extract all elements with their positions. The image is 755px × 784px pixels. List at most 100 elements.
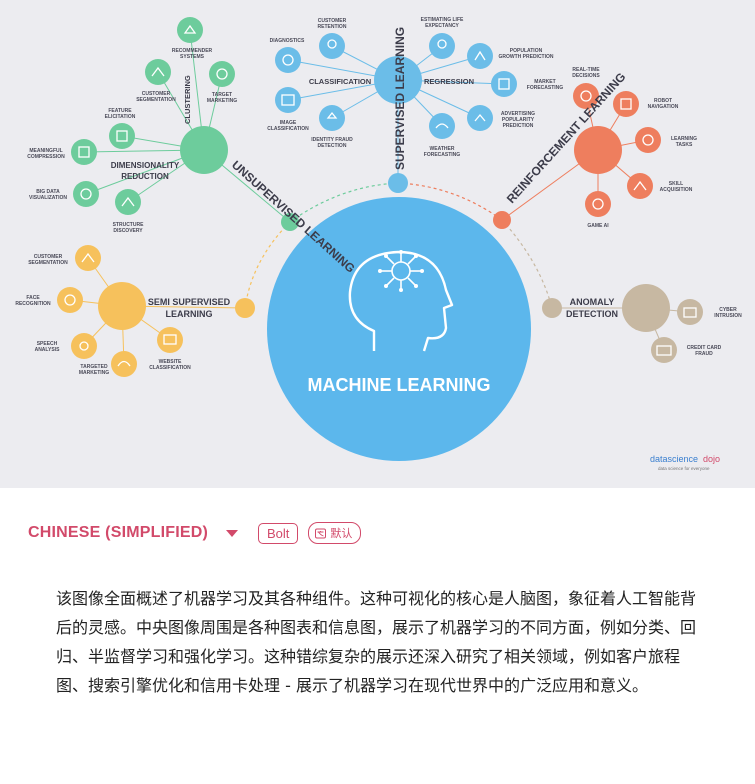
robot-label-2: NAVIGATION: [648, 104, 679, 110]
market-forecasting-icon: [491, 71, 517, 97]
robot-label-1: ROBOT: [654, 98, 672, 104]
recommender-label-2: SYSTEMS: [180, 54, 205, 60]
semi-item-icons: [57, 245, 183, 377]
clustering-label: CLUSTERING: [183, 75, 192, 124]
game-ai-label: GAME AI: [587, 223, 609, 229]
image-caption: 该图像全面概述了机器学习及其各种组件。这种可视化的核心是人脑图，象征着人工智能背…: [56, 589, 697, 695]
weather-label-2: FORECASTING: [424, 152, 461, 158]
retention-label-1: CUSTOMER: [318, 18, 347, 24]
structure-discovery-icon: [115, 189, 141, 215]
chevron-down-icon[interactable]: [226, 529, 239, 537]
cyber-label-2: INTRUSION: [714, 313, 742, 319]
supervised-label: SUPERVISED LEARNING: [393, 27, 407, 170]
image-classification-icon: [275, 87, 301, 113]
anomaly-node: [542, 298, 562, 318]
speech-analysis-icon: [71, 333, 97, 359]
supervised-node: [388, 173, 408, 193]
semi-seg-label-2: SEGMENTATION: [28, 260, 68, 266]
supervised-hub: [374, 56, 422, 104]
recommender-systems-icon: [177, 17, 203, 43]
advertising-popularity-icon: [467, 105, 493, 131]
feature-label-2: ELICITATION: [105, 114, 136, 120]
website-label-1: WEBSITE: [159, 359, 182, 365]
targeted-marketing-icon: [111, 351, 137, 377]
central-title: MACHINE LEARNING: [308, 375, 491, 395]
anomaly-hub: [622, 284, 670, 332]
reinforcement-hub: [574, 126, 622, 174]
card-label-1: CREDIT CARD: [687, 345, 722, 351]
skill-label-1: SKILL: [669, 181, 683, 187]
ml-infographic-svg: MACHINE LEARNING SUPERVISED LEARNING UNS…: [15, 17, 742, 471]
semi-node: [235, 298, 255, 318]
translation-panel: CHINESE (SIMPLIFIED) Bolt 默认 该图像全面概述了机器学…: [0, 488, 755, 784]
bigdata-label-1: BIG DATA: [36, 189, 60, 195]
unsupervised-hub: [180, 126, 228, 174]
image-label-1: IMAGE: [280, 120, 297, 126]
regression-label: REGRESSION: [424, 77, 474, 86]
weather-forecasting-icon: [429, 113, 455, 139]
cyber-label-1: CYBER: [719, 307, 737, 313]
fraud-label-2: DETECTION: [318, 143, 347, 149]
supervised-item-icons: [275, 33, 517, 139]
logo-brand-a: datascience: [650, 454, 698, 464]
website-label-2: CLASSIFICATION: [149, 365, 191, 371]
arc-reinforcement: [397, 182, 503, 221]
logo-brand-b: dojo: [703, 454, 720, 464]
reinforcement-node: [493, 211, 511, 229]
life-label-1: ESTIMATING LIFE: [421, 17, 464, 23]
translate-icon: [315, 528, 327, 538]
face-label-1: FACE: [26, 295, 40, 301]
website-classification-icon: [157, 327, 183, 353]
anomaly-label-1: ANOMALY: [570, 297, 615, 307]
structure-label-2: DISCOVERY: [113, 228, 143, 234]
dimensionality-label-2: REDUCTION: [121, 172, 169, 181]
fraud-label-1: IDENTITY FRAUD: [311, 137, 353, 143]
feature-label-1: FEATURE: [108, 108, 132, 114]
anomaly-label-2: DETECTION: [566, 309, 618, 319]
image-label-2: CLASSIFICATION: [267, 126, 309, 132]
cyber-intrusion-icon: [677, 299, 703, 325]
customer-retention-icon: [319, 33, 345, 59]
skill-label-2: ACQUISITION: [660, 187, 693, 193]
real-time-decisions-icon: [573, 83, 599, 109]
retention-label-2: RETENTION: [318, 24, 347, 30]
central-brain-circle: [267, 197, 531, 461]
target-label-2: MARKETING: [207, 98, 237, 104]
logo-tagline: data science for everyone: [658, 466, 710, 471]
rl-learning-label-1: LEARNING: [671, 136, 697, 142]
arc-unsupervised: [289, 182, 399, 223]
style-badge[interactable]: 默认: [308, 522, 362, 544]
diagnostics-label: DIAGNOSTICS: [270, 38, 305, 44]
market-label-2: FORECASTING: [527, 85, 564, 91]
population-label-1: POPULATION: [510, 48, 543, 54]
model-badge[interactable]: Bolt: [258, 522, 299, 544]
classification-label: CLASSIFICATION: [309, 77, 371, 86]
skill-acquisition-icon: [627, 173, 653, 199]
card-label-2: FRAUD: [695, 351, 713, 357]
speech-label-2: ANALYSIS: [35, 347, 60, 353]
arc-semi: [244, 221, 291, 309]
semi-label-1: SEMI SUPERVISED: [148, 297, 231, 307]
structure-label-1: STRUCTURE: [113, 222, 144, 228]
reinforcement-item-icons: [573, 83, 661, 217]
unsupervised-node: [281, 213, 299, 231]
semi-seg-label-1: CUSTOMER: [34, 254, 63, 260]
rl-learning-label-2: TASKS: [676, 142, 693, 148]
style-badge-label: 默认: [330, 527, 353, 540]
game-ai-icon: [585, 191, 611, 217]
speech-label-1: SPEECH: [37, 341, 58, 347]
compression-icon: [71, 139, 97, 165]
diagnostics-icon: [275, 47, 301, 73]
realtime-label-1: REAL-TIME: [572, 67, 600, 73]
semi-segmentation-icon: [75, 245, 101, 271]
market-label-1: MARKET: [534, 79, 555, 85]
language-row: CHINESE (SIMPLIFIED) Bolt 默认: [28, 520, 362, 546]
unsupervised-item-icons: [71, 17, 235, 215]
face-label-2: RECOGNITION: [15, 301, 51, 307]
arc-anomaly: [501, 219, 553, 309]
dimensionality-label-1: DIMENSIONALITY: [111, 161, 180, 170]
compression-label-1: MEANINGFUL: [29, 148, 62, 154]
weather-label-1: WEATHER: [430, 146, 455, 152]
compression-label-2: COMPRESSION: [27, 154, 65, 160]
language-selector-label[interactable]: CHINESE (SIMPLIFIED): [28, 524, 209, 541]
